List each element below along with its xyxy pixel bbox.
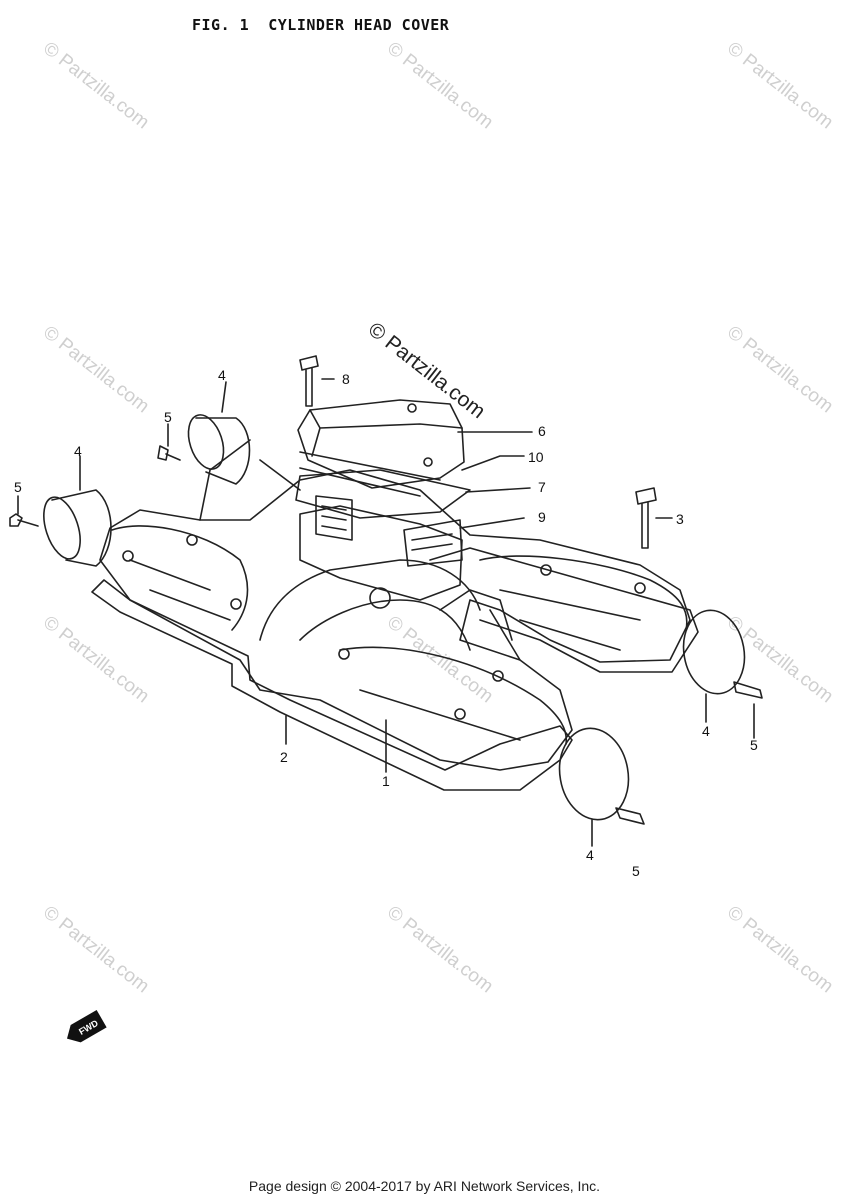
figure-title: FIG. 1 CYLINDER HEAD COVER bbox=[192, 16, 450, 34]
cam-end-cap bbox=[682, 609, 746, 695]
callout-5: 5 bbox=[164, 409, 172, 425]
callout-5: 5 bbox=[750, 737, 758, 753]
breather-gasket bbox=[295, 469, 471, 519]
cover-center-ridge bbox=[259, 559, 481, 641]
callout-7: 7 bbox=[538, 479, 546, 495]
reed-valve-left bbox=[315, 495, 353, 541]
cam-end-cap bbox=[43, 496, 81, 560]
callout-6: 6 bbox=[538, 423, 546, 439]
callout-1: 1 bbox=[382, 773, 390, 789]
breather-cover bbox=[297, 399, 465, 489]
breather-bolt bbox=[299, 355, 319, 407]
breather-housing bbox=[299, 505, 463, 601]
callout-4: 4 bbox=[74, 443, 82, 459]
cap-screw bbox=[9, 513, 39, 527]
forward-direction-arrow: FWD bbox=[67, 1010, 107, 1043]
callout-4: 4 bbox=[702, 723, 710, 739]
callout-9: 9 bbox=[538, 509, 546, 525]
callout-5: 5 bbox=[14, 479, 22, 495]
reed-valve-right bbox=[403, 519, 463, 567]
callout-4: 4 bbox=[586, 847, 594, 863]
cover-gasket-rear bbox=[429, 547, 699, 673]
callout-10: 10 bbox=[528, 449, 544, 465]
cam-end-cap bbox=[187, 414, 225, 470]
cam-end-cap bbox=[558, 727, 630, 821]
callout-5: 5 bbox=[632, 863, 640, 879]
page-footer: Page design © 2004-2017 by ARI Network S… bbox=[248, 1178, 601, 1194]
callout-3: 3 bbox=[676, 511, 684, 527]
cap-screw bbox=[615, 807, 645, 825]
breather-cover-seal bbox=[299, 451, 441, 497]
cover-lobe-left bbox=[111, 525, 249, 631]
leader-line bbox=[221, 381, 227, 413]
callout-2: 2 bbox=[280, 749, 288, 765]
cover-gasket bbox=[91, 579, 573, 791]
cover-lobe-right bbox=[479, 555, 688, 631]
callout-8: 8 bbox=[342, 371, 350, 387]
callout-4: 4 bbox=[218, 367, 226, 383]
head-cover-body bbox=[99, 469, 691, 771]
leader-line bbox=[465, 487, 531, 493]
cover-bolt bbox=[635, 487, 657, 549]
leader-line bbox=[461, 455, 525, 471]
cap-screw bbox=[733, 681, 763, 699]
leader-line bbox=[459, 517, 525, 529]
cap-screw bbox=[157, 445, 181, 461]
